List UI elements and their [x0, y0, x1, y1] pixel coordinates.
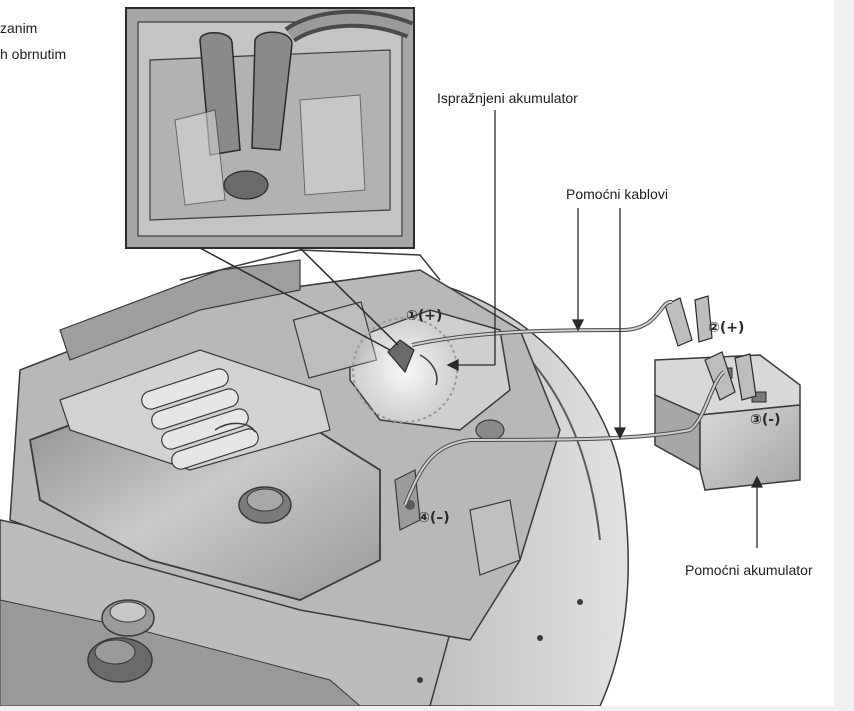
label-jumper-cables: Pomoćni kablovi	[566, 186, 668, 203]
step-2-sign: (+)	[720, 320, 745, 336]
step-1-number: ①	[406, 308, 418, 324]
caption-line-1: zanim	[0, 20, 37, 37]
step-4-number: ④	[418, 510, 430, 526]
step-2-marker: ②(+)	[708, 320, 744, 336]
step-3-marker: ③(-)	[750, 412, 780, 428]
label-auxiliary-battery: Pomoćni akumulator	[685, 562, 813, 579]
step-4-sign: (–)	[430, 510, 450, 526]
step-1-marker: ①(+)	[406, 308, 442, 324]
label-discharged-battery: Ispražnjeni akumulator	[437, 90, 578, 107]
step-3-sign: (-)	[762, 412, 781, 428]
inset-detail	[126, 8, 414, 248]
step-1-sign: (+)	[418, 308, 443, 324]
step-4-marker: ④(–)	[418, 510, 450, 526]
step-3-number: ③	[750, 412, 762, 428]
step-2-number: ②	[708, 320, 720, 336]
caption-line-2: h obrnutim	[0, 46, 66, 63]
